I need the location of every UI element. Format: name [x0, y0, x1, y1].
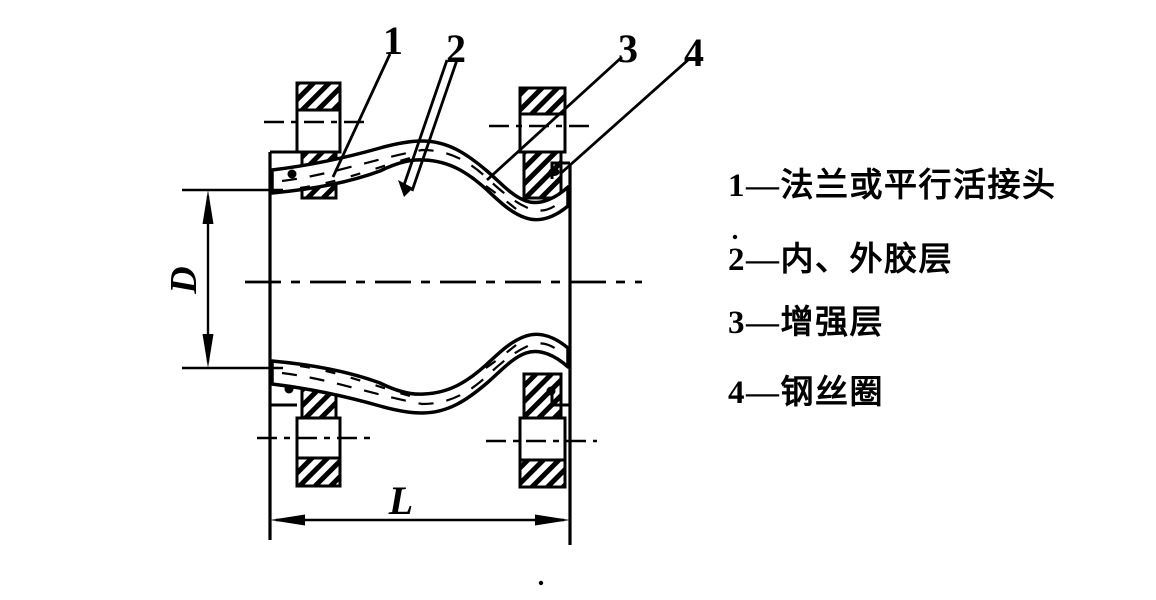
legend-item-4: 4—钢丝圈 [728, 375, 884, 411]
wire-ring-dot-bottom-right [546, 386, 556, 396]
callout-digits: 1 2 3 4 [383, 18, 704, 75]
bolt-head [295, 456, 342, 488]
bolt-head [518, 458, 567, 489]
dimension-D: D [163, 188, 283, 370]
bolt-bottom-right [518, 372, 567, 489]
length-label: L [388, 478, 413, 523]
dimension-L: L [270, 478, 570, 526]
bellows-top [270, 139, 570, 222]
leader-line-1 [331, 53, 392, 178]
bolt-head [518, 86, 567, 116]
rubber-ply-texture [281, 148, 565, 212]
wire-ring-dot-bottom-left [284, 384, 294, 394]
callout-3: 3 [618, 26, 638, 71]
callout-2: 2 [446, 26, 466, 71]
diameter-label: D [163, 266, 205, 294]
arrowhead-right [535, 514, 570, 526]
arrowhead-up [202, 190, 214, 224]
legend-item-1: 1—法兰或平行活接头 [728, 168, 1057, 204]
bolt-shank [522, 372, 563, 420]
rubber-ply-texture [299, 364, 411, 398]
arrowhead-left [270, 514, 305, 526]
wire-ring-dot-top-right [548, 168, 560, 176]
arrowhead-down [202, 334, 214, 368]
scan-speck [538, 580, 544, 586]
leader-line-2b [410, 59, 459, 192]
leader-line-3 [486, 55, 623, 182]
bolt-body [295, 108, 342, 154]
wire-ring-dot-top-left [287, 169, 297, 179]
bolt-body [518, 416, 567, 462]
bellows-bottom-wall [270, 332, 570, 415]
bolt-body [518, 112, 567, 154]
scan-speck [732, 234, 738, 240]
legend: 1—法兰或平行活接头 2—内、外胶层 3—增强层 4—钢丝圈 [728, 0, 1148, 600]
bolt-top-right [518, 86, 567, 200]
leader-line-2a [402, 59, 449, 186]
flange-left [268, 150, 297, 540]
bellows-top-wall [270, 139, 570, 222]
bolt-head [295, 81, 342, 112]
leader-line-4 [559, 58, 689, 176]
callout-4: 4 [684, 30, 704, 75]
callout-1: 1 [383, 18, 403, 63]
scan-specks [538, 234, 738, 586]
leader-lines [331, 53, 689, 197]
legend-item-3: 3—增强层 [728, 305, 884, 341]
rubber-ply-texture [439, 160, 521, 213]
rubber-ply-texture [281, 342, 565, 406]
wire-ring-dots [284, 168, 560, 396]
rubber-ply-texture [299, 156, 411, 190]
leader-2-tip [398, 180, 413, 197]
rubber-ply-texture [439, 341, 521, 394]
legend-item-2: 2—内、外胶层 [728, 242, 953, 278]
centerlines [245, 120, 642, 443]
bellows-bottom [270, 332, 570, 415]
